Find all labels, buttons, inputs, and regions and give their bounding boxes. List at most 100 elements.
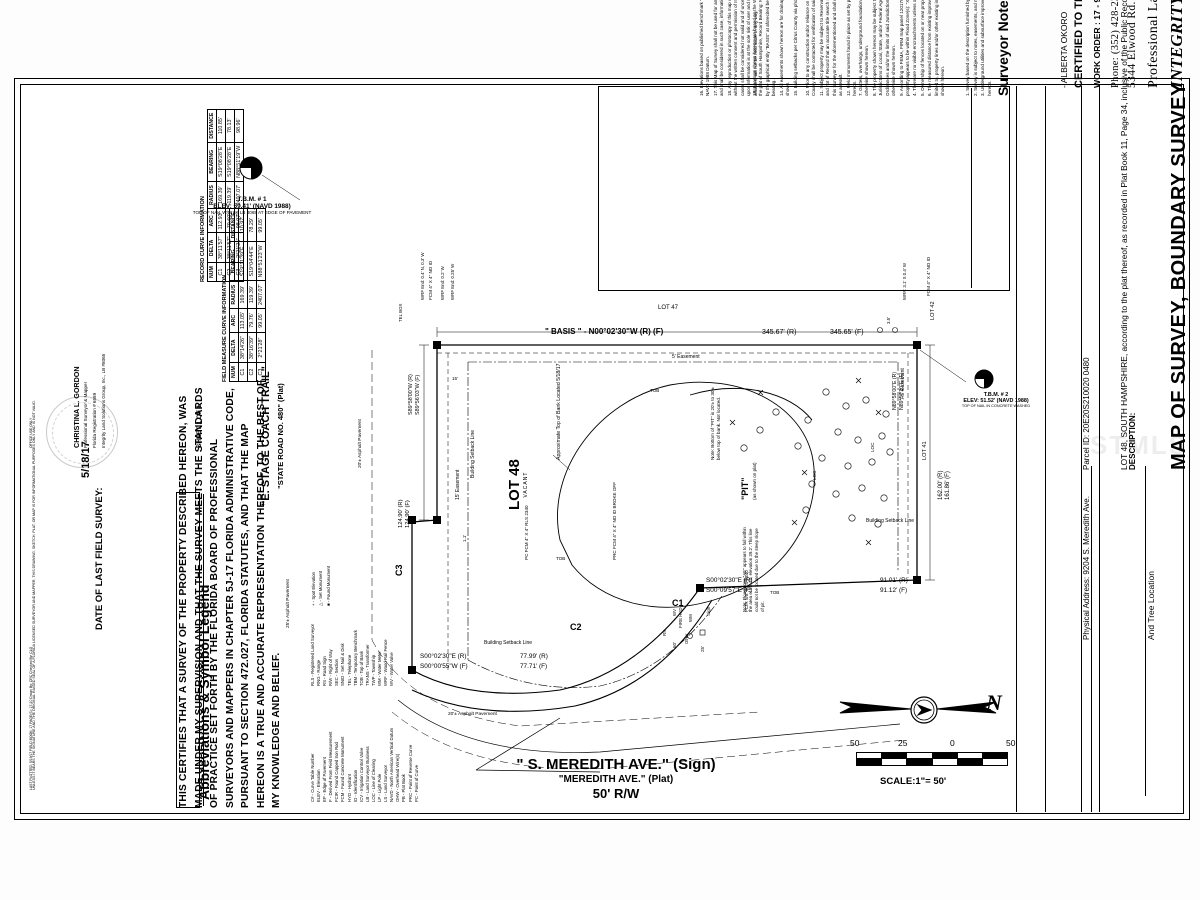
west-bearing-field: S89°56'03"W (F) [415, 374, 421, 415]
scale-tick-1: 25 [898, 738, 908, 748]
setback-label-south: Building Setback Line [484, 640, 533, 646]
easement-5-label: 5' Easement [672, 354, 700, 360]
bottom-dim-field: 77.71' (F) [520, 663, 548, 670]
tob-label-2: TOB [556, 556, 566, 561]
wrf-east-1-label: WRF End: 0.25' W [450, 263, 455, 300]
tbm-1-label: T.B.M. # 1 [237, 196, 267, 203]
curve-c1-label: C1 [672, 598, 684, 608]
road-sign-label: RS [662, 629, 667, 636]
top-of-bank-note: Approximate Top of Bank Located 5/18/17 [556, 363, 562, 460]
pit-depth-note: Note: Bottom of "PIT" is 20'± to 30'± be… [710, 387, 721, 460]
scale-seg [957, 759, 983, 765]
dim-11-label: 1.1' [462, 534, 467, 542]
scale-text: SCALE:1"= 50' [880, 776, 947, 787]
stage-coach-trail-sign-label: "E. STAGE COACH TRAIL" [260, 366, 272, 506]
monument-prc-label: PRC FCM 4" X 4" NO ID BROKE OFF [612, 481, 617, 560]
dim-25-label: 25' [700, 646, 705, 652]
wrf-tbm-label: WRF: 3.1' S 0.4' W [902, 262, 907, 300]
east-dim-record: 162.00' (R) [938, 470, 944, 501]
scale-seg [907, 759, 933, 765]
north-dim-record: 345.67' (R) [762, 329, 797, 336]
lot-48-number: LOT 48 [506, 459, 523, 510]
scale-tick-3: 50 [1006, 738, 1016, 748]
legend-box [176, 492, 200, 808]
scale-seg [983, 759, 1007, 765]
scale-seg [857, 759, 883, 765]
sign-label: Sign [706, 606, 711, 616]
loc-label-1: LOC [812, 470, 817, 480]
wrf-nw-label: WRF End: 0.4' N, 0.3' W [420, 252, 425, 300]
dim-50-label: 50' [672, 642, 677, 648]
tbm-2-label: T.B.M. # 2 [983, 392, 1009, 398]
west-dim-record: 124.90' (R) [398, 499, 404, 529]
wrf-east-2-label: WRF End: 0.2' W [440, 266, 445, 300]
setback-label-west: Building Setback Line [470, 429, 476, 478]
surveyor-notes-box [598, 86, 1010, 291]
scale-seg [882, 759, 908, 765]
north-dim-field: 345.65' (F) [830, 329, 864, 336]
tbm-2-description: TOP OF NAIL IN CONCRETE WASHED [961, 404, 1031, 408]
lot-47-label: LOT 47 [658, 305, 678, 311]
scale-bar-row-top [856, 752, 1008, 759]
bottom-bearing-field: S00°00'55"W (F) [420, 663, 468, 670]
tbm-1-description: TOP OF NAIL W/DISK LB 8065 AT EDGE OF PA… [192, 210, 312, 215]
tbm-1-elevation: ELEV: 59.41' (NAVD 1988) [213, 203, 291, 210]
easement-75-label: 7.5' Easement [900, 368, 906, 400]
monument-ne-label: FCM 4" X 4" NO ID [926, 256, 931, 296]
south-dim-record: 91.01' (R) [880, 577, 908, 584]
scale-bar [856, 752, 1008, 766]
curve-c3-label: C3 [394, 564, 404, 576]
south-bearing-record: S00°02'30"E (R) [706, 577, 753, 584]
asphalt-25-label: 25'± Asphalt Pavement [286, 579, 291, 628]
tob-label-3: TOB [770, 590, 780, 595]
tbm-2-elevation: ELEV: 51.52' (NAVD 1988) [963, 398, 1029, 404]
title-block [1016, 86, 1184, 812]
tob-label-1: TOB [650, 388, 660, 393]
scale-tick-2: 0 [950, 738, 955, 748]
loc-label-2: LOC [870, 442, 875, 452]
ne-bearing-record: N89°58'00"E (R) [892, 371, 898, 410]
dim-35-label: 3.5' [886, 317, 891, 324]
monument-nw-label: FCM 4" X 4" NO ID [428, 260, 433, 300]
water-meter-label: WM [688, 614, 693, 622]
scale-tick-0: 50 [850, 738, 860, 748]
south-dim-field: 91.12' (F) [880, 587, 908, 594]
meredith-ave-rw-label: 50' R/W [592, 786, 640, 801]
bottom-dim-record: 77.99' (R) [520, 653, 548, 660]
scale-seg [982, 753, 1008, 758]
meredith-ave-plat-label: "MEREDITH AVE." (Plat) [558, 774, 674, 785]
setback-label-east: Building Setback Line [866, 518, 915, 524]
west-bearing-record: S89°58'00"W (R) [408, 374, 414, 415]
pit-label: "PIT" [740, 477, 750, 500]
west-dim-field: 124.90' (F) [405, 500, 411, 528]
scale-seg [958, 753, 983, 758]
bottom-bearing-record: S00°02'30"E (R) [420, 653, 467, 660]
lot-42-label: LOT 42 [930, 301, 936, 320]
watermark: STMLS [1090, 430, 1189, 460]
surveyor-seal [46, 396, 118, 468]
lot-48-status: VACANT [523, 471, 529, 498]
scale-seg [907, 753, 933, 758]
monument-pc-label: PC FCM 4" X 4" RLS 2340 [524, 505, 529, 560]
easement-15-label: 15' Easement [455, 469, 461, 500]
tel-box-label: TEL BOX [398, 303, 403, 322]
lot-48-label: LOT 48 VACANT [506, 459, 529, 510]
basis-bearing-label: " BASIS " - N00°02'30"W (R) (F) [545, 327, 664, 336]
north-letter: N [986, 690, 1002, 715]
fire-hydrant-label: FIRE HYD [678, 607, 683, 629]
scale-seg [932, 753, 958, 758]
curve-c2-label: C2 [570, 622, 582, 632]
scale-seg [933, 759, 958, 765]
scale-bar-row-bottom [856, 759, 1008, 766]
tbm-2-callout: T.B.M. # 2 ELEV: 51.52' (NAVD 1988) TOP … [944, 392, 1048, 408]
pit-note-sub: (as shown on plat) [752, 462, 757, 500]
scale-seg [882, 753, 908, 758]
stage-coach-trail-plat-label: "STATE ROAD NO. 480" (Plat) [276, 383, 285, 489]
east-dim-field: 161.86' (F) [945, 471, 951, 500]
south-bearing-field: S00°09'57"E (F) [706, 587, 752, 594]
monument-se-label: FCIR 5/8" RLS 2340 [744, 570, 749, 612]
water-valve-label: WV [672, 608, 677, 616]
meredith-ave-sign-label: " S. MEREDITH AVE." (Sign) [516, 756, 716, 773]
